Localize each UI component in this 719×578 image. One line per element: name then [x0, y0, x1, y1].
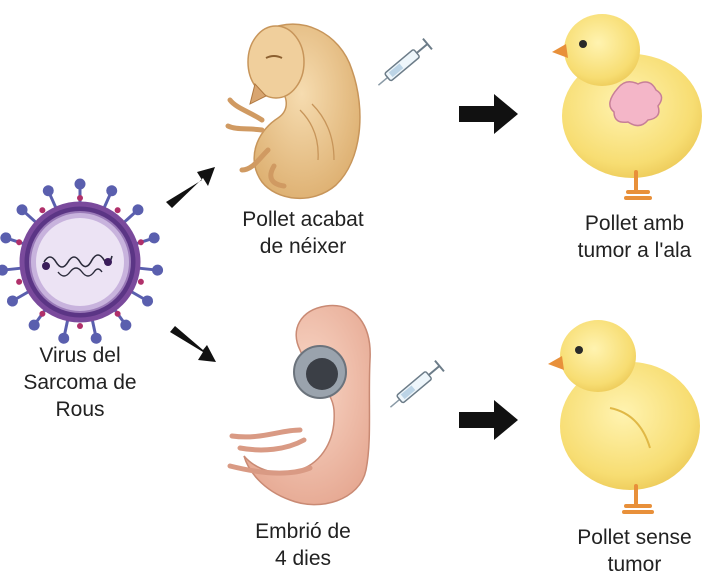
tumor-chick-head: [564, 14, 640, 86]
syringe-bottom: [386, 361, 444, 413]
embryo-label: Embrió de 4 dies: [213, 518, 393, 572]
tumor-chick-label-line: Pollet amb: [550, 210, 719, 237]
arrow-to-tumor-chick: [459, 94, 518, 134]
arrow-to-embryo: [170, 326, 216, 362]
embryo-limb-upper: [232, 430, 304, 450]
tumor-mass: [610, 82, 662, 126]
healthy-chick-label-line: tumor: [550, 551, 719, 578]
embryo-label-line: Embrió de: [213, 518, 393, 545]
virus-label-line: Virus del: [0, 342, 160, 369]
newborn-label-line: Pollet acabat: [213, 206, 393, 233]
tumor-chick-eye: [579, 40, 587, 48]
tumor-chick-beak: [552, 44, 568, 58]
embryo-body: [244, 306, 370, 505]
embryo-limb-lower: [230, 466, 310, 473]
tumor-chick-label: Pollet amb tumor a l'ala: [550, 210, 719, 264]
healthy-chick-head: [560, 320, 636, 392]
healthy-chick-label-line: Pollet sense: [550, 524, 719, 551]
virus-label-line: Sarcoma de: [0, 369, 160, 396]
healthy-chick-eye: [575, 346, 583, 354]
arrow-to-healthy-chick: [459, 400, 518, 440]
virus-enzyme-dot: [42, 262, 50, 270]
arrow-to-newborn: [166, 167, 215, 208]
virus-label-line: Rous: [0, 396, 160, 423]
newborn-chick-illustration: [228, 24, 360, 198]
healthy-chick-beak: [548, 356, 564, 370]
embryo-label-line: 4 dies: [213, 545, 393, 572]
syringe-top: [374, 39, 432, 91]
embryo-pupil: [306, 358, 338, 390]
virus-illustration: [0, 180, 162, 343]
newborn-label: Pollet acabat de néixer: [213, 206, 393, 260]
embryo-illustration: [230, 306, 370, 505]
healthy-chick-illustration: [548, 320, 700, 512]
tumor-chick-illustration: [552, 14, 702, 198]
virus-enzyme-dot: [104, 258, 112, 266]
tumor-chick-label-line: tumor a l'ala: [550, 237, 719, 264]
healthy-chick-label: Pollet sense tumor: [550, 524, 719, 578]
virus-label: Virus del Sarcoma de Rous: [0, 342, 160, 423]
newborn-label-line: de néixer: [213, 233, 393, 260]
